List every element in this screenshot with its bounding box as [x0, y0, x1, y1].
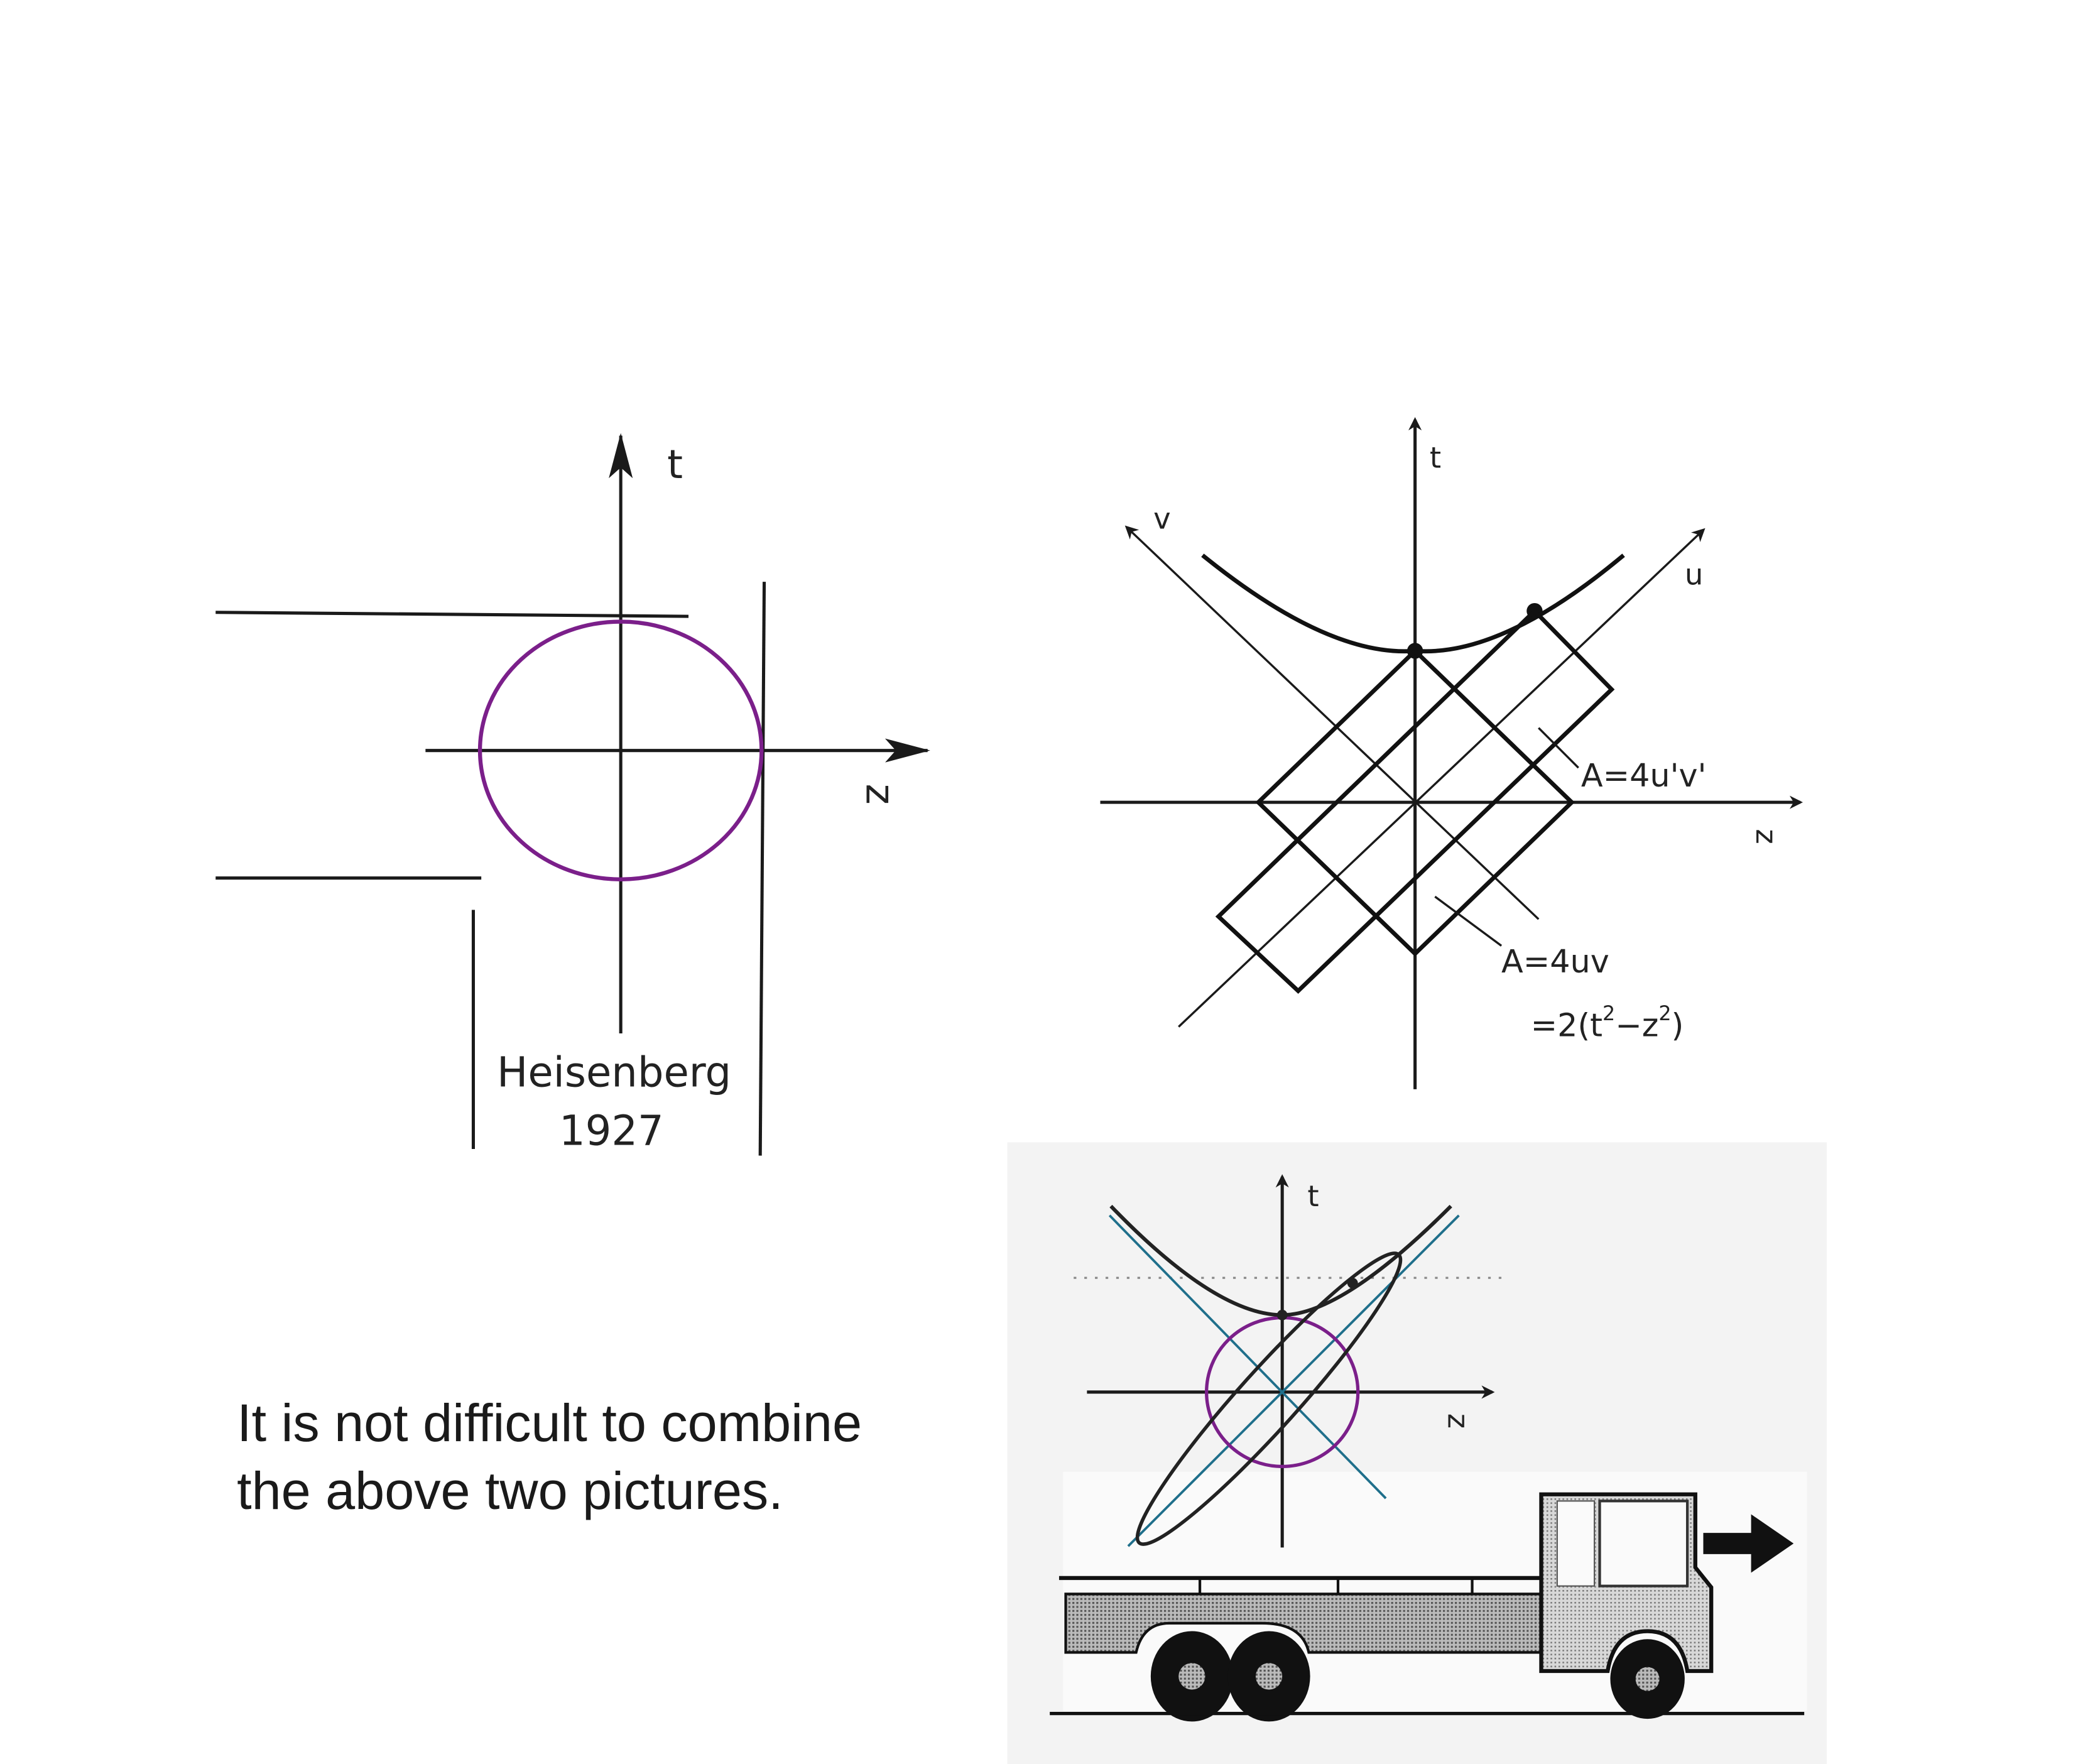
t-axis-label: t	[667, 441, 683, 487]
lightcone-diagram: t z u v A=4u'v' A=4uv =2(t2−z2)	[1100, 416, 1804, 1089]
cab-window-large	[1598, 1500, 1689, 1587]
front-wheel	[1610, 1639, 1685, 1719]
v-axis-label: v	[1153, 502, 1171, 536]
area-expression: =2(t2−z2)	[1531, 1003, 1684, 1043]
hyperbola-vertex-dot	[1276, 1309, 1288, 1320]
caption-year: 1927	[559, 1108, 664, 1155]
right-boundary-line	[758, 582, 766, 1156]
lightcone-line-2	[1127, 1214, 1460, 1547]
u-axis	[1178, 528, 1706, 1028]
hyperbola-point-dot	[1347, 1278, 1358, 1289]
lightcone-line-1	[1108, 1214, 1387, 1500]
combined-truck-diagram: t z	[1007, 1142, 1827, 1764]
z-axis-label: z	[1749, 829, 1783, 844]
heisenberg-diagram: t z Heisenberg 1927	[215, 433, 930, 1156]
z-axis-label: z	[857, 784, 903, 805]
t-axis-label: t	[1430, 440, 1441, 474]
v-axis	[1124, 525, 1540, 920]
z-axis-label: z	[1441, 1413, 1475, 1429]
direction-arrow-icon	[1703, 1514, 1794, 1573]
area-primed-label: A=4u'v'	[1581, 757, 1707, 794]
caption-line-1: It is not difficult to combine	[237, 1393, 862, 1452]
pointer-uv	[1434, 895, 1503, 947]
uncertainty-circle	[477, 619, 764, 881]
pointer-primed	[1538, 727, 1579, 769]
square-uv	[1255, 648, 1575, 957]
area-uv-label: A=4uv	[1501, 943, 1609, 980]
caption-line-2: the above two pictures.	[237, 1461, 783, 1520]
top-boundary-line	[215, 611, 689, 618]
caption-name: Heisenberg	[497, 1049, 731, 1097]
rectangle-u-prime-v-prime	[1215, 607, 1615, 994]
cab-window-small	[1556, 1500, 1596, 1587]
u-axis-label: u	[1685, 557, 1703, 591]
t-axis-label: t	[1307, 1179, 1319, 1213]
rear-wheel-2	[1227, 1631, 1310, 1722]
rear-wheel-1	[1150, 1631, 1233, 1722]
truck-bed	[1064, 1592, 1543, 1654]
truck-illustration	[1050, 1492, 1805, 1722]
